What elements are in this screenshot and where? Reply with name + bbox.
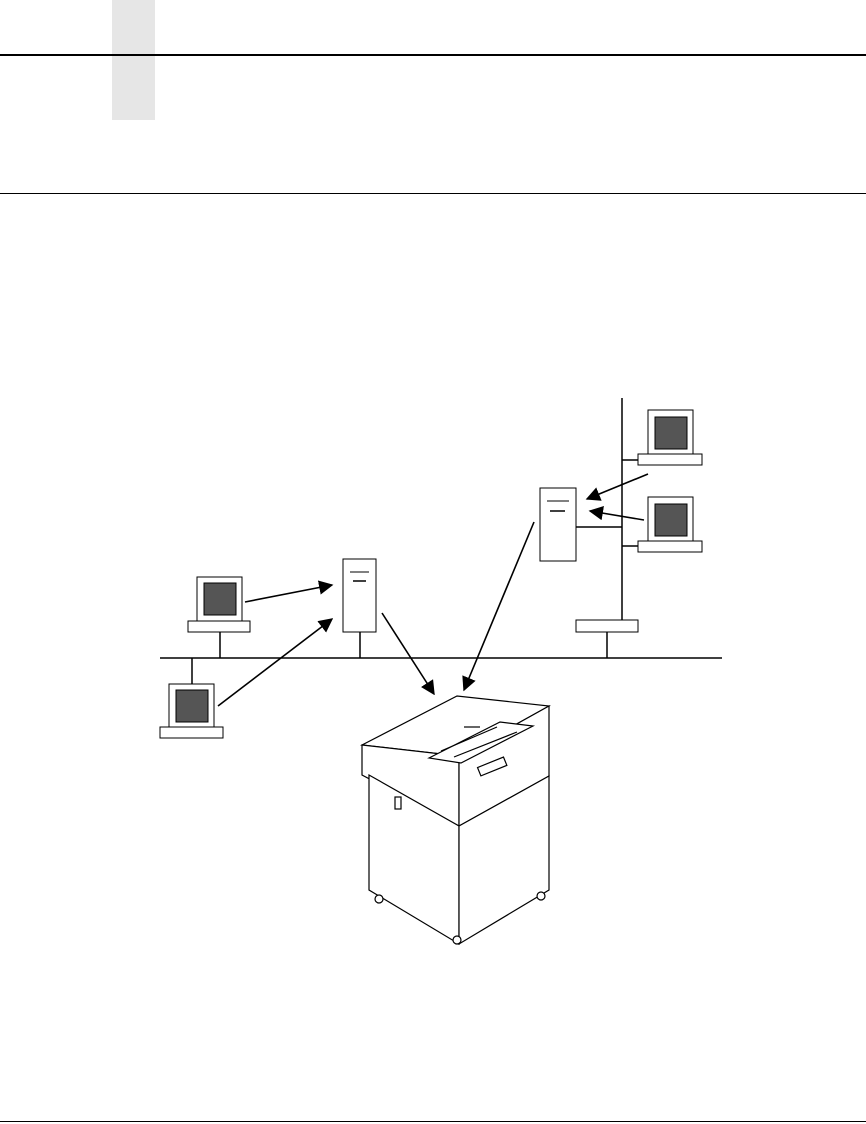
monitor-screen (655, 504, 687, 536)
workstation-3 (638, 410, 702, 465)
workstation-1 (188, 577, 250, 632)
bridge (576, 620, 638, 632)
workstation-2 (160, 684, 223, 738)
server-right (540, 488, 576, 561)
monitor-screen (176, 690, 208, 722)
header-rule (0, 54, 866, 56)
section-rule (0, 193, 866, 194)
footer-rule (0, 1121, 866, 1122)
monitor-screen (655, 417, 687, 449)
arrow-server-left-to-printer (382, 613, 434, 694)
chapter-tab (112, 0, 155, 120)
arrow-ws4-to-server-right (590, 511, 644, 520)
arrow-ws1-to-server-left (245, 585, 332, 602)
arrow-ws3-to-server-right (587, 474, 648, 499)
workstation-4 (638, 497, 702, 552)
network-diagram (0, 380, 866, 970)
printer (362, 696, 549, 944)
server-left (343, 559, 376, 632)
monitor-screen (204, 583, 236, 615)
arrow-server-right-to-printer (464, 522, 534, 690)
